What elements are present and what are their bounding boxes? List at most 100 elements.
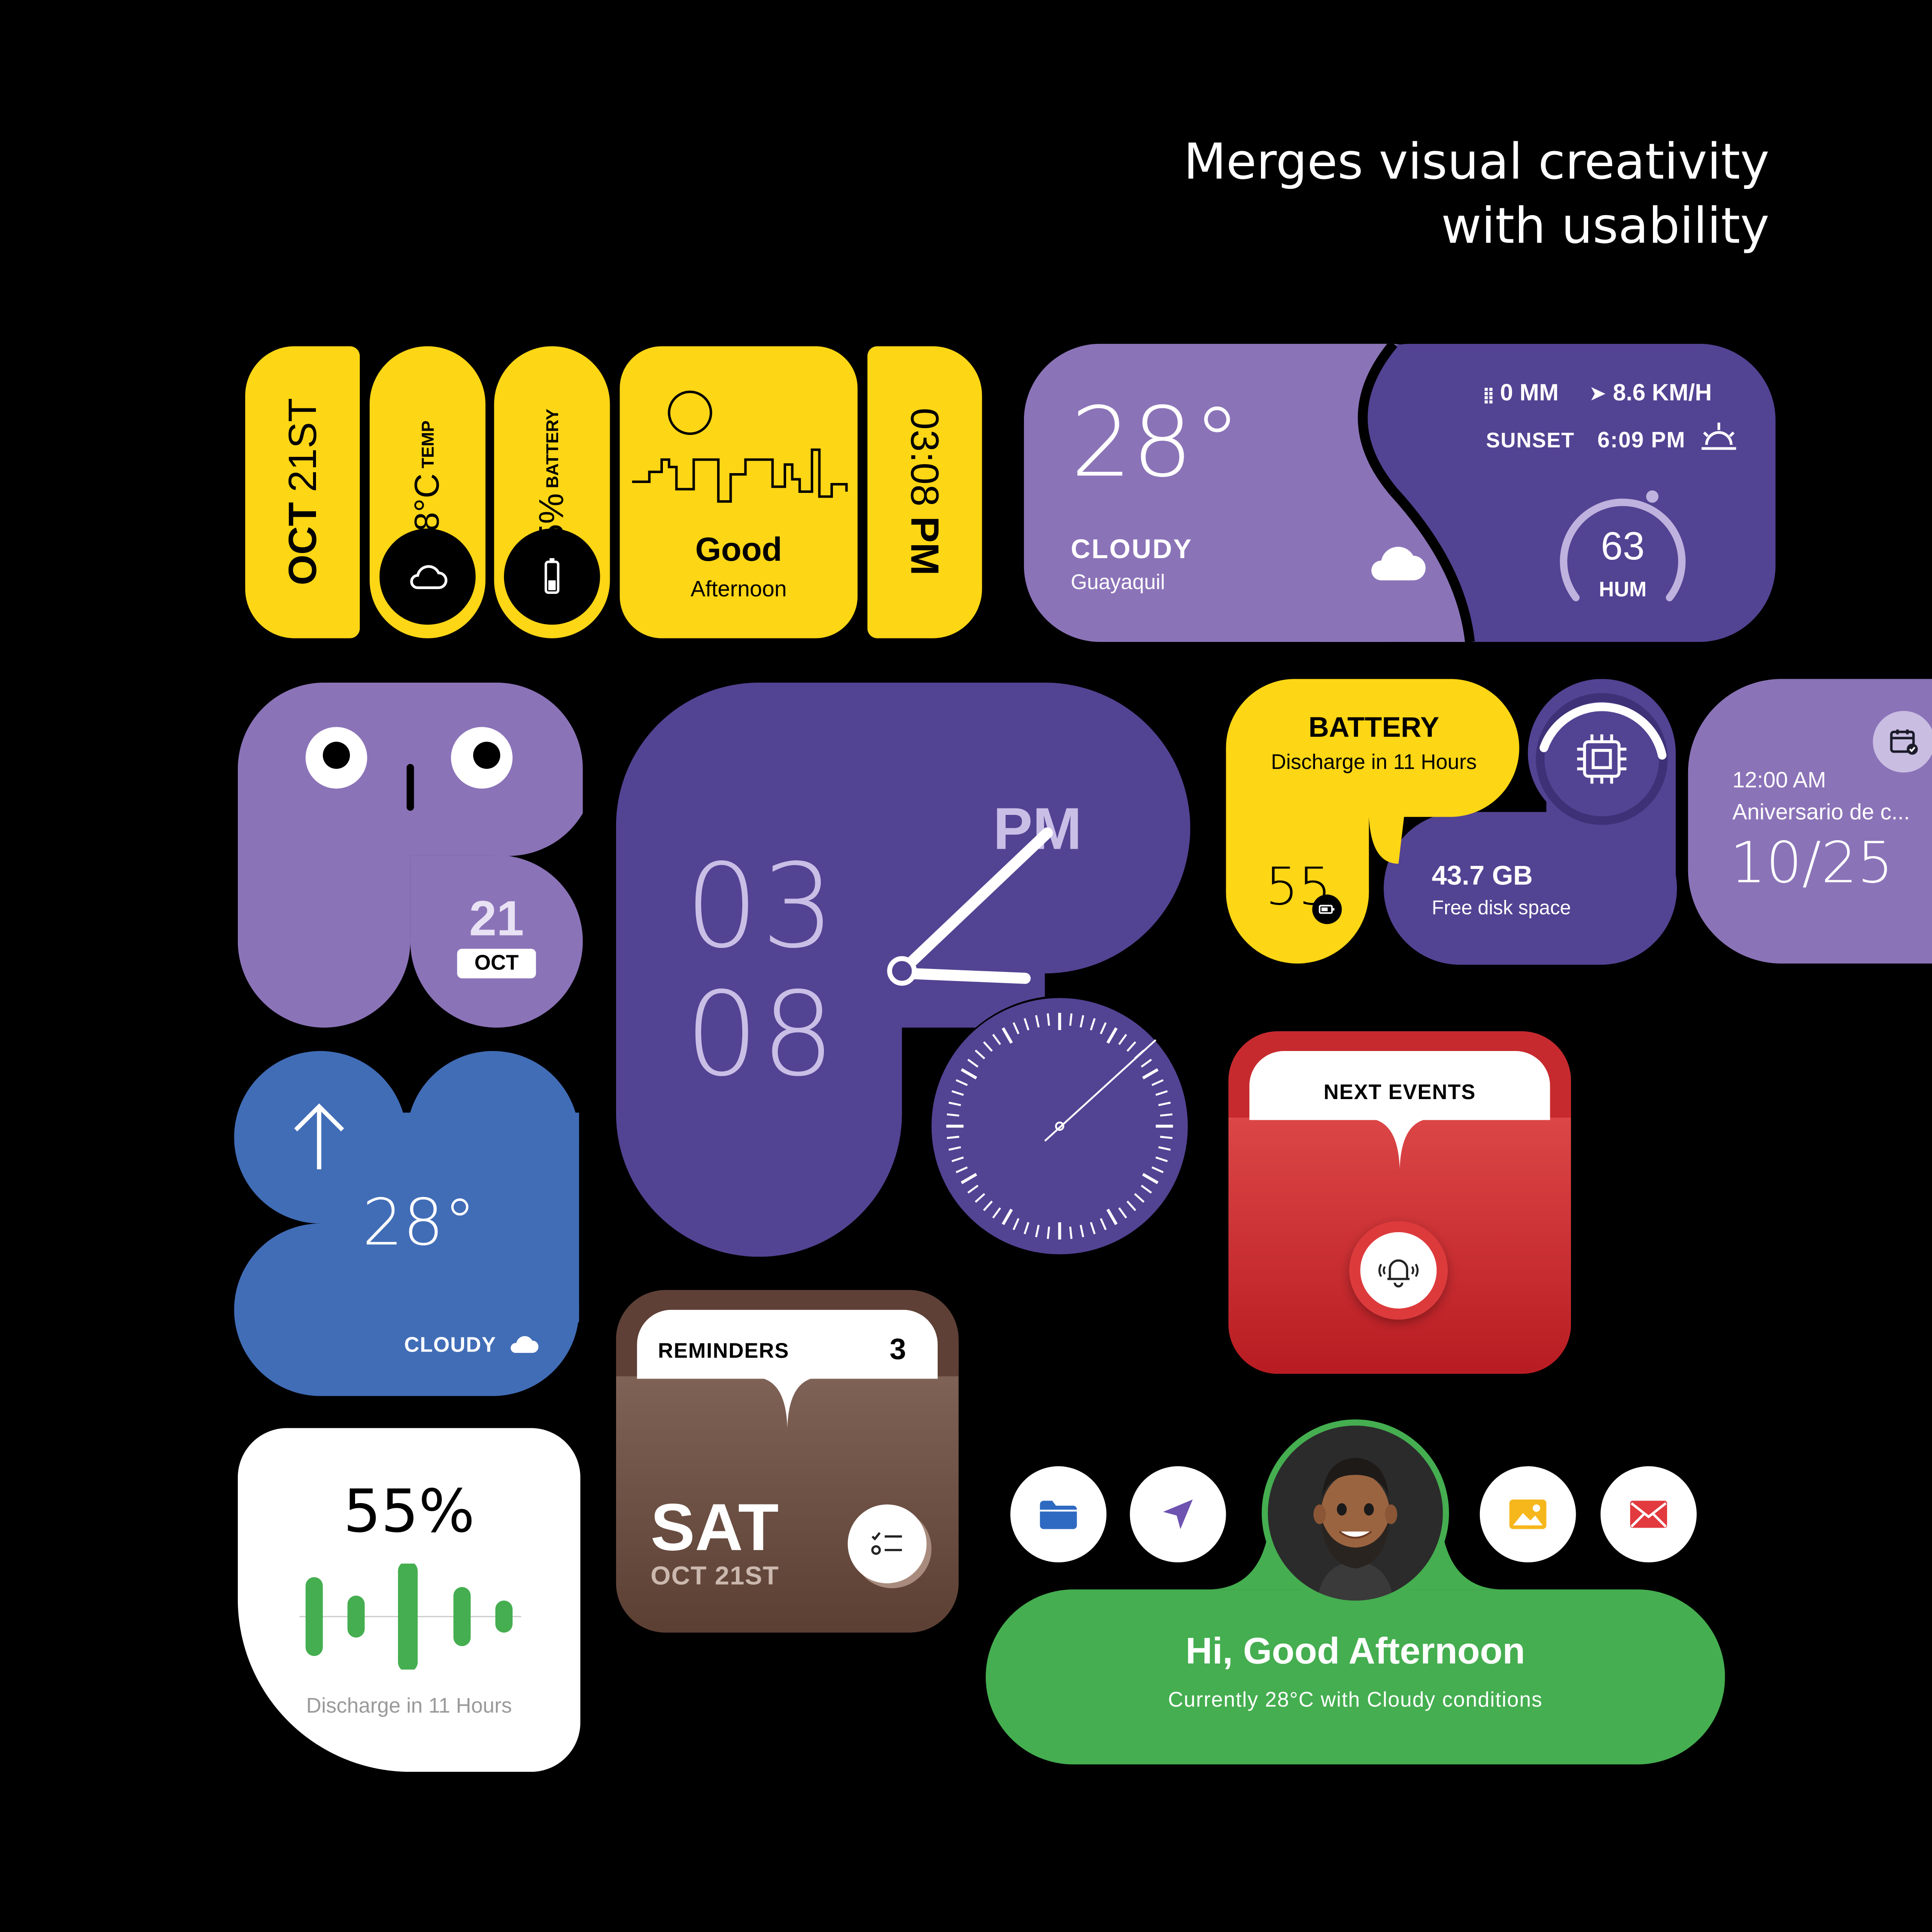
skyline-illustration (632, 390, 848, 503)
battery-card-subtitle: Discharge in 11 Hours (1271, 750, 1477, 774)
dial-tick (1126, 1200, 1136, 1211)
weather-card[interactable]: 28° CLOUDY Guayaquil ⣿ 0 MM ➤ 8.6 KM/H S… (1024, 343, 1776, 642)
arrow-up-icon (294, 1103, 344, 1170)
date-widget[interactable]: OCT 21ST (245, 346, 360, 638)
dial-tick (1012, 1022, 1020, 1035)
dial-tick (1069, 1226, 1072, 1239)
reminders-pocket-tab (637, 1309, 938, 1428)
clock-hands (887, 827, 1053, 986)
dial-tick (1160, 1136, 1173, 1139)
event-date: 10/25 (1730, 829, 1893, 896)
blue-weather-temp: 28° (362, 1186, 476, 1261)
reminders-card[interactable]: REMINDERS 3 SAT OCT 21ST (616, 1290, 959, 1633)
dial-tick (960, 1173, 977, 1185)
dial-tick (1106, 1209, 1118, 1225)
clock-card[interactable]: 03 08 PM (616, 682, 1191, 1257)
dial-tick (947, 1136, 960, 1139)
cloud-icon (410, 565, 448, 589)
event-title: Aniversario de c... (1732, 799, 1910, 824)
mail-button[interactable] (1600, 1466, 1697, 1563)
greeting-widget[interactable]: Good Afternoon (620, 346, 858, 638)
dial-tick (1141, 1185, 1152, 1194)
dial-tick (951, 1156, 964, 1162)
battery-icon-circle (504, 529, 600, 625)
dial-tick (955, 1079, 968, 1086)
battery-white-value: 55% (343, 1477, 475, 1546)
battery-widget[interactable]: 55% BATTERY (494, 346, 610, 638)
dial-tick (1151, 1166, 1164, 1173)
user-avatar[interactable] (1268, 1425, 1443, 1601)
dial-tick (960, 1068, 977, 1080)
humidity-value: 63 (1601, 523, 1645, 568)
dial-ticks (946, 1013, 1173, 1240)
time-period: PM (903, 516, 948, 576)
humidity-label: HUM (1599, 577, 1647, 601)
dial-tick (975, 1193, 985, 1203)
folder-button[interactable] (1010, 1466, 1107, 1563)
greeting-dock: Hi, Good Afternoon Currently 28°C with C… (985, 1417, 1725, 1765)
dial-tick (983, 1041, 993, 1052)
clock-hour: 03 (685, 840, 838, 975)
dial-tick (1151, 1079, 1164, 1086)
dial-tick (967, 1059, 979, 1068)
headline: Merges visual creativity with usability (1109, 131, 1769, 258)
blue-weather-card[interactable]: 28° CLOUDY (234, 1051, 579, 1396)
battery-storage-card[interactable]: BATTERY Discharge in 11 Hours 55 43.7 GB… (1226, 679, 1682, 965)
time-widget[interactable]: 03:08 PM (867, 346, 982, 638)
alarm-button[interactable] (1349, 1221, 1448, 1320)
wind-icon: ➤ (1589, 382, 1607, 406)
wind-value: 8.6 KM/H (1613, 380, 1712, 407)
cloud-icon (510, 1336, 539, 1353)
dial-tick (948, 1146, 961, 1151)
sunset-time: 6:09 PM (1597, 427, 1686, 453)
dial-tick (1100, 1022, 1107, 1035)
humidity-gauge-knob (1646, 490, 1659, 503)
temp-widget[interactable]: 28°C TEMP (369, 346, 486, 638)
dial-tick (1069, 1013, 1072, 1026)
next-events-card[interactable]: NEXT EVENTS (1228, 1031, 1571, 1374)
blue-weather-shape (234, 1051, 579, 1396)
temp-label: TEMP (417, 420, 437, 469)
gallery-button[interactable] (1479, 1466, 1576, 1563)
next-events-title: NEXT EVENTS (1323, 1080, 1476, 1104)
dial-tick (1090, 1018, 1096, 1030)
face-card[interactable]: 21 OCT (237, 682, 583, 1028)
battery-white-subtitle: Discharge in 11 Hours (306, 1694, 512, 1718)
dial-tick (1134, 1193, 1145, 1203)
gallery-icon (1509, 1499, 1546, 1529)
face-month: OCT (474, 951, 519, 975)
date-month: OCT (279, 502, 324, 586)
dial-tick (1158, 1146, 1171, 1151)
sun-icon (668, 390, 712, 435)
time-value: 03:08 (903, 407, 948, 507)
rain-row: ⣿ 0 MM ➤ 8.6 KM/H (1482, 381, 1712, 408)
greeting-subtitle: Currently 28°C with Cloudy conditions (1168, 1688, 1543, 1712)
dial-tick (1024, 1018, 1030, 1030)
dial-tick (1118, 1034, 1127, 1045)
battery-white-card[interactable]: 55% Discharge in 11 Hours (237, 1428, 580, 1772)
calendar-icon (1890, 729, 1918, 755)
dial-tick (947, 1113, 960, 1117)
face-month-badge: OCT (457, 948, 536, 978)
humidity-gauge (1560, 490, 1686, 601)
dial-tick (1155, 1090, 1168, 1096)
temp-icon-circle (379, 529, 476, 625)
right-eye (451, 727, 513, 789)
analog-dial (946, 1013, 1173, 1240)
dial-tick (983, 1200, 993, 1211)
face-mouth (407, 764, 414, 811)
dial-tick (1142, 1068, 1159, 1080)
dial-tick (992, 1034, 1001, 1045)
checklist-button[interactable] (848, 1504, 927, 1583)
storage-value: 43.7 GB (1431, 860, 1533, 891)
blue-weather-condition: CLOUDY (404, 1333, 496, 1357)
storage-ring (1536, 693, 1668, 825)
reminders-date: OCT 21ST (650, 1562, 779, 1591)
dial-tick (1047, 1013, 1050, 1026)
cpu-icon (1577, 734, 1627, 784)
sunset-row: SUNSET 6:09 PM (1486, 428, 1686, 453)
reminders-count: 3 (890, 1333, 906, 1367)
event-card[interactable]: 12:00 AM Aniversario de c... 10/25 (1688, 679, 1932, 964)
dial-tick (951, 1090, 964, 1096)
navigation-button[interactable] (1130, 1466, 1226, 1563)
